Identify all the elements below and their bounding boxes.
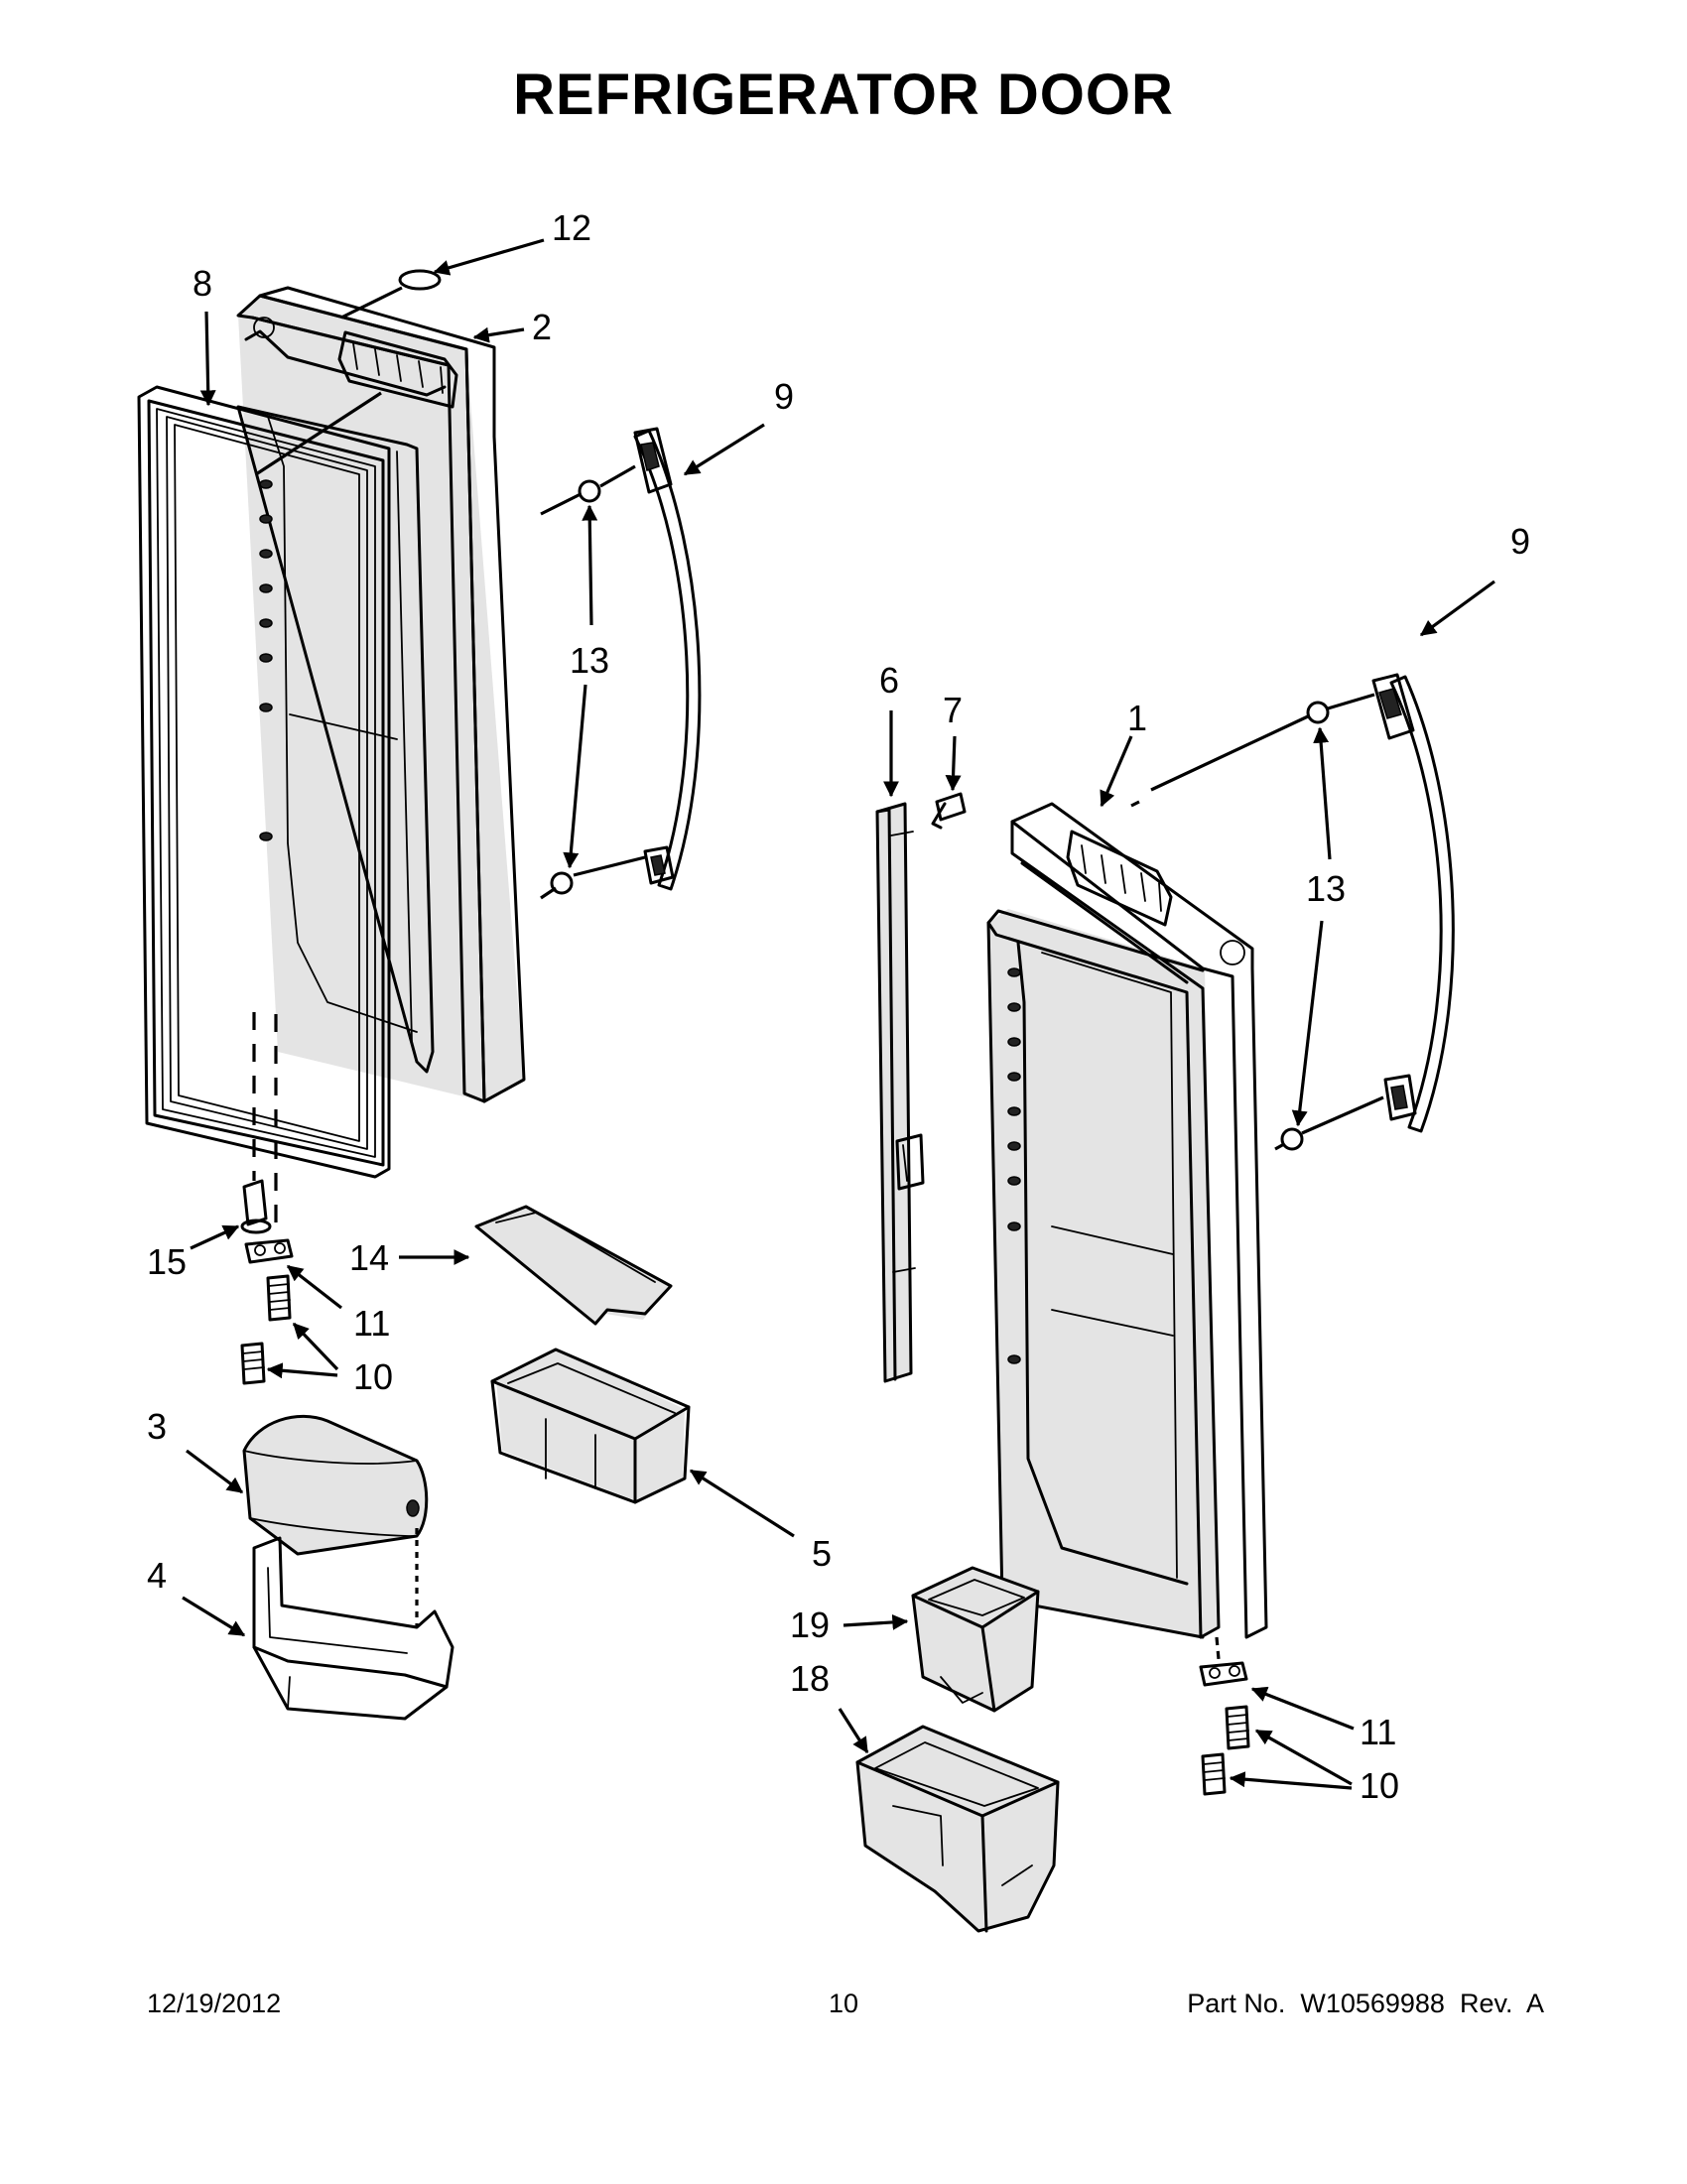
- leader-8a: [199, 311, 216, 407]
- mullion-screw: [931, 792, 967, 830]
- leader-11a: [286, 1264, 342, 1310]
- footer-date: 12/19/2012: [147, 1989, 282, 2018]
- hinge-cap: [340, 269, 442, 320]
- leader-8b: [255, 391, 382, 476]
- right-door-handle: [1130, 673, 1455, 1151]
- leader-19: [843, 1613, 909, 1630]
- leader-13b-up: [1313, 726, 1332, 860]
- large-bin: [855, 1725, 1060, 1933]
- callout-11-right: 11: [1360, 1712, 1396, 1752]
- leader-10a-2: [266, 1362, 338, 1379]
- dairy-bin: [252, 1528, 454, 1721]
- callout-18: 18: [790, 1658, 830, 1699]
- leader-2: [472, 326, 525, 343]
- callout-13-right: 13: [1306, 868, 1346, 909]
- callout-4: 4: [147, 1555, 167, 1596]
- left-hinge-hardware: [240, 1012, 294, 1385]
- callout-12: 12: [552, 207, 591, 248]
- footer-page-number: 10: [828, 1989, 859, 2018]
- footer-part-number: Part No. W10569988 Rev. A: [1187, 1989, 1544, 2018]
- right-hinge-hardware: [1199, 1636, 1250, 1796]
- leader-3: [186, 1449, 244, 1494]
- flipper-mullion: [875, 802, 925, 1383]
- callout-2: 2: [532, 307, 552, 347]
- left-door-liner: [236, 286, 526, 1103]
- callout-19: 19: [790, 1605, 830, 1645]
- leader-7: [945, 735, 962, 792]
- callout-3: 3: [147, 1406, 167, 1447]
- right-door-liner: [986, 802, 1268, 1639]
- callout-6: 6: [879, 660, 899, 701]
- callout-labels: 12 2 8 9 13 9 6 7 1 13 15 14 11 10 3 4 5…: [147, 207, 1530, 1806]
- callout-9-right: 9: [1510, 521, 1530, 562]
- callout-7: 7: [943, 690, 963, 730]
- callout-8: 8: [193, 263, 212, 304]
- callout-9-left: 9: [774, 376, 794, 417]
- callout-11-left: 11: [353, 1303, 390, 1344]
- leader-12: [433, 238, 545, 276]
- left-door-handle: [540, 427, 702, 900]
- dairy-cover: [242, 1414, 429, 1556]
- leader-1: [1100, 735, 1133, 808]
- leader-15: [190, 1224, 240, 1250]
- callout-1: 1: [1127, 698, 1147, 738]
- leader-13a-down: [563, 684, 587, 869]
- dairy-door-lid: [474, 1205, 673, 1326]
- callout-15: 15: [147, 1241, 187, 1282]
- leader-10b-2: [1229, 1771, 1353, 1790]
- page-title: REFRIGERATOR DOOR: [513, 63, 1174, 127]
- leader-10b-1: [1254, 1729, 1353, 1786]
- leader-9b: [1419, 579, 1495, 637]
- leader-lines: [182, 238, 1495, 1790]
- leader-5: [689, 1469, 795, 1538]
- small-bin: [911, 1566, 1040, 1713]
- leader-13b-down: [1291, 920, 1324, 1127]
- callout-10-left: 10: [353, 1356, 393, 1397]
- leader-13a-up: [582, 504, 598, 626]
- callout-10-right: 10: [1360, 1765, 1399, 1806]
- leader-10a-1: [292, 1322, 339, 1371]
- callout-13-left: 13: [570, 640, 609, 681]
- door-bin: [490, 1348, 691, 1504]
- leader-18: [838, 1708, 869, 1754]
- callout-5: 5: [812, 1533, 832, 1574]
- leader-4: [182, 1596, 246, 1637]
- leader-9a: [683, 423, 765, 476]
- callout-14: 14: [349, 1237, 389, 1278]
- leader-11b: [1250, 1686, 1355, 1731]
